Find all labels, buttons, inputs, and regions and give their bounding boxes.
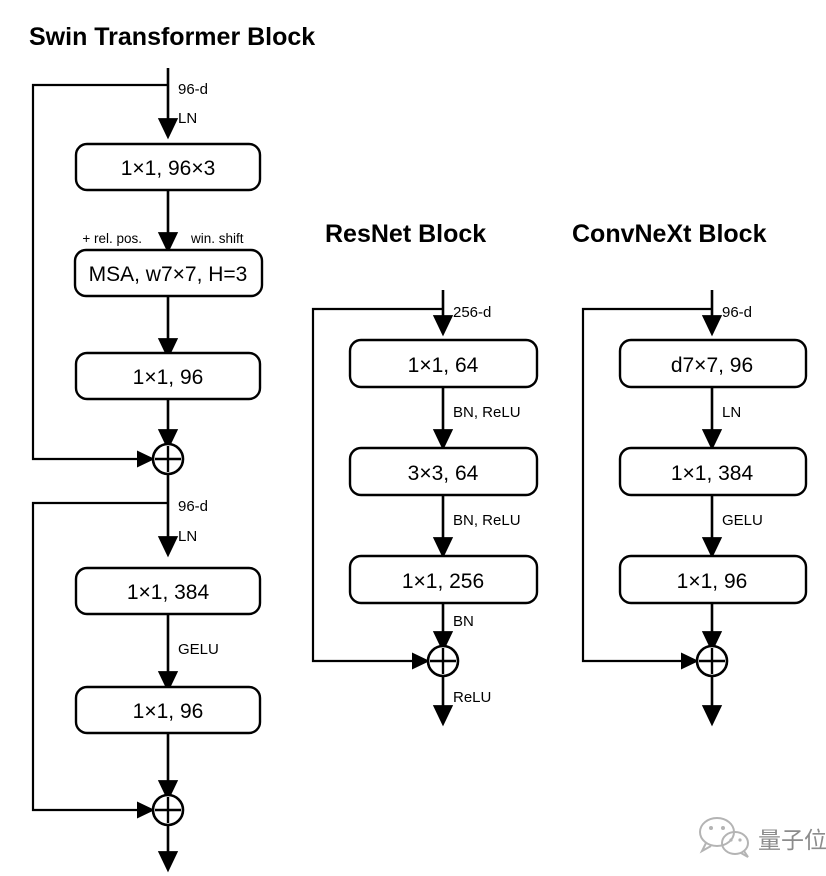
- resnet-edge-bn-relu-1: BN, ReLU: [453, 404, 521, 421]
- convnext-residual-add: [695, 644, 729, 678]
- resnet-input-label: 256-d: [453, 304, 491, 321]
- swin-mid-dim-label: 96-d: [178, 498, 208, 515]
- swin-edge-win-shift: win. shift: [190, 231, 244, 246]
- swin-edge-ln-1: LN: [178, 110, 197, 127]
- resnet-residual-add: [426, 644, 460, 678]
- swin-node-3-label: 1×1, 96: [133, 366, 204, 389]
- watermark: 量子位: [699, 817, 826, 858]
- resnet-edge-bn-relu-2: BN, ReLU: [453, 512, 521, 529]
- swin-residual-add-2: [151, 793, 185, 827]
- convnext-block-title: ConvNeXt Block: [572, 220, 767, 248]
- resnet-node-2-label: 3×3, 64: [408, 462, 479, 485]
- resnet-block: ResNet Block 256-d 1×1, 64 BN, ReLU 3×3,…: [311, 220, 539, 727]
- convnext-block: ConvNeXt Block 96-d d7×7, 96 LN 1×1, 384…: [572, 220, 808, 727]
- watermark-text: 量子位: [758, 828, 826, 854]
- swin-skip-connection-1: [31, 83, 168, 468]
- swin-skip-connection-2: [31, 501, 168, 819]
- wechat-bubble-icon: [699, 817, 749, 858]
- convnext-node-2-label: 1×1, 384: [671, 462, 754, 485]
- convnext-edge-ln: LN: [722, 404, 741, 421]
- swin-node-2-label: MSA, w7×7, H=3: [89, 263, 248, 286]
- swin-node-5-label: 1×1, 96: [133, 700, 204, 723]
- convnext-skip-connection: [581, 307, 712, 670]
- swin-residual-add-1: [151, 442, 185, 476]
- convnext-node-1-label: d7×7, 96: [671, 354, 753, 377]
- convnext-node-3-label: 1×1, 96: [677, 570, 748, 593]
- swin-input-label: 96-d: [178, 81, 208, 98]
- swin-node-4-label: 1×1, 384: [127, 581, 210, 604]
- swin-node-1-label: 1×1, 96×3: [121, 157, 216, 180]
- resnet-edge-relu-out: ReLU: [453, 689, 491, 706]
- convnext-edge-gelu: GELU: [722, 512, 763, 529]
- swin-edge-ln-2: LN: [178, 528, 197, 545]
- resnet-node-1-label: 1×1, 64: [408, 354, 479, 377]
- resnet-edge-bn: BN: [453, 613, 474, 630]
- convnext-input-label: 96-d: [722, 304, 752, 321]
- resnet-skip-connection: [311, 307, 443, 670]
- swin-edge-rel-pos: + rel. pos.: [82, 231, 142, 246]
- swin-edge-gelu: GELU: [178, 641, 219, 658]
- swin-block-title: Swin Transformer Block: [29, 23, 315, 51]
- resnet-node-3-label: 1×1, 256: [402, 570, 484, 593]
- resnet-block-title: ResNet Block: [325, 220, 486, 248]
- swin-transformer-block: Swin Transformer Block 96-d LN 1×1, 96×3…: [29, 23, 315, 873]
